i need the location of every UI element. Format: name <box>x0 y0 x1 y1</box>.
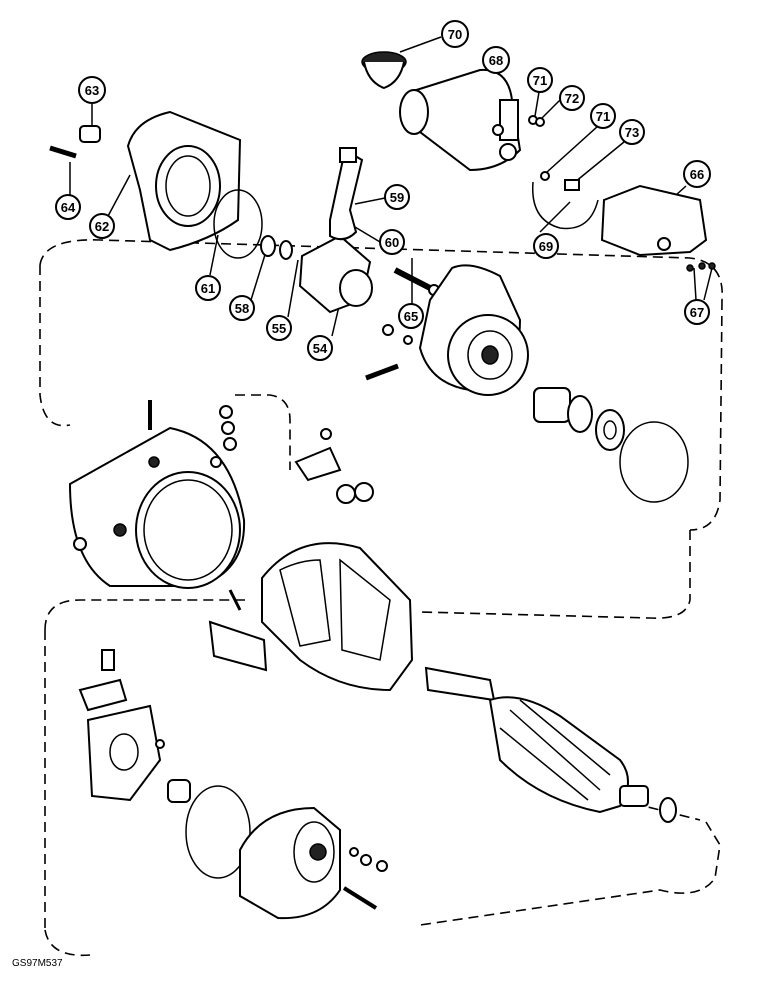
dashed-group-outline-upper <box>39 239 723 619</box>
lever-bolt <box>393 267 440 296</box>
shift-lever <box>329 147 364 241</box>
callout-59: 59 <box>384 184 410 210</box>
callout-70: 70 <box>441 20 469 48</box>
solenoid-boot <box>361 51 407 90</box>
callout-60: 60 <box>379 229 405 255</box>
jumper-cable <box>532 181 599 230</box>
svg-text:65: 65 <box>404 309 418 324</box>
svg-text:63: 63 <box>85 83 99 98</box>
svg-text:58: 58 <box>235 301 249 316</box>
svg-text:71: 71 <box>533 73 547 88</box>
field-coil-assembly <box>208 542 414 692</box>
svg-text:66: 66 <box>690 167 704 182</box>
dashed-group-outline-lower <box>44 599 721 957</box>
callout-67: 67 <box>684 299 710 325</box>
callout-69: 69 <box>533 233 559 259</box>
callout-55: 55 <box>266 315 292 341</box>
callout-63: 63 <box>78 76 106 104</box>
svg-text:54: 54 <box>313 341 328 356</box>
bushing <box>79 125 101 143</box>
callout-65: 65 <box>398 303 424 329</box>
callout-62: 62 <box>89 213 115 239</box>
svg-text:62: 62 <box>95 219 109 234</box>
drive-pinion <box>298 234 373 314</box>
svg-text:55: 55 <box>272 321 286 336</box>
field-frame <box>68 426 246 589</box>
lever-housing <box>418 264 529 396</box>
callout-66: 66 <box>683 160 711 188</box>
cover-screws <box>686 262 716 272</box>
terminal-hardware <box>528 115 580 191</box>
svg-text:68: 68 <box>489 53 503 68</box>
svg-text:67: 67 <box>690 305 704 320</box>
callout-72: 72 <box>559 85 585 111</box>
svg-text:72: 72 <box>565 91 579 106</box>
leader-lines <box>69 36 713 337</box>
callout-58: 58 <box>229 295 255 321</box>
callout-64: 64 <box>55 194 81 220</box>
armature <box>424 666 677 823</box>
o-ring <box>213 189 263 259</box>
callout-71-lower: 71 <box>590 103 616 129</box>
bearing-seal-set <box>533 387 689 503</box>
washer <box>260 235 276 257</box>
commutator-end-frame <box>239 806 341 920</box>
terminal-stud <box>73 400 374 551</box>
callout-54: 54 <box>307 335 333 361</box>
svg-text:69: 69 <box>539 239 553 254</box>
reference-code: GS97M537 <box>12 958 63 969</box>
svg-text:70: 70 <box>448 27 462 42</box>
bolt <box>49 145 77 159</box>
ce-o-ring <box>185 785 251 879</box>
callout-73: 73 <box>619 119 645 145</box>
ce-bushing <box>167 779 191 803</box>
solenoid <box>399 68 522 172</box>
svg-text:73: 73 <box>625 125 639 140</box>
callout-68: 68 <box>482 46 510 74</box>
housing-hardware <box>365 324 413 381</box>
svg-text:71: 71 <box>596 109 610 124</box>
svg-text:60: 60 <box>385 235 399 250</box>
drive-housing <box>126 110 242 252</box>
svg-text:59: 59 <box>390 190 404 205</box>
callout-71-upper: 71 <box>527 67 553 93</box>
solenoid-cover <box>600 184 708 257</box>
brush-holder <box>78 649 165 802</box>
svg-text:61: 61 <box>201 281 215 296</box>
snap-ring <box>279 240 293 260</box>
callout-61: 61 <box>195 275 221 301</box>
end-frame-hardware <box>342 847 388 910</box>
svg-text:64: 64 <box>61 200 76 215</box>
